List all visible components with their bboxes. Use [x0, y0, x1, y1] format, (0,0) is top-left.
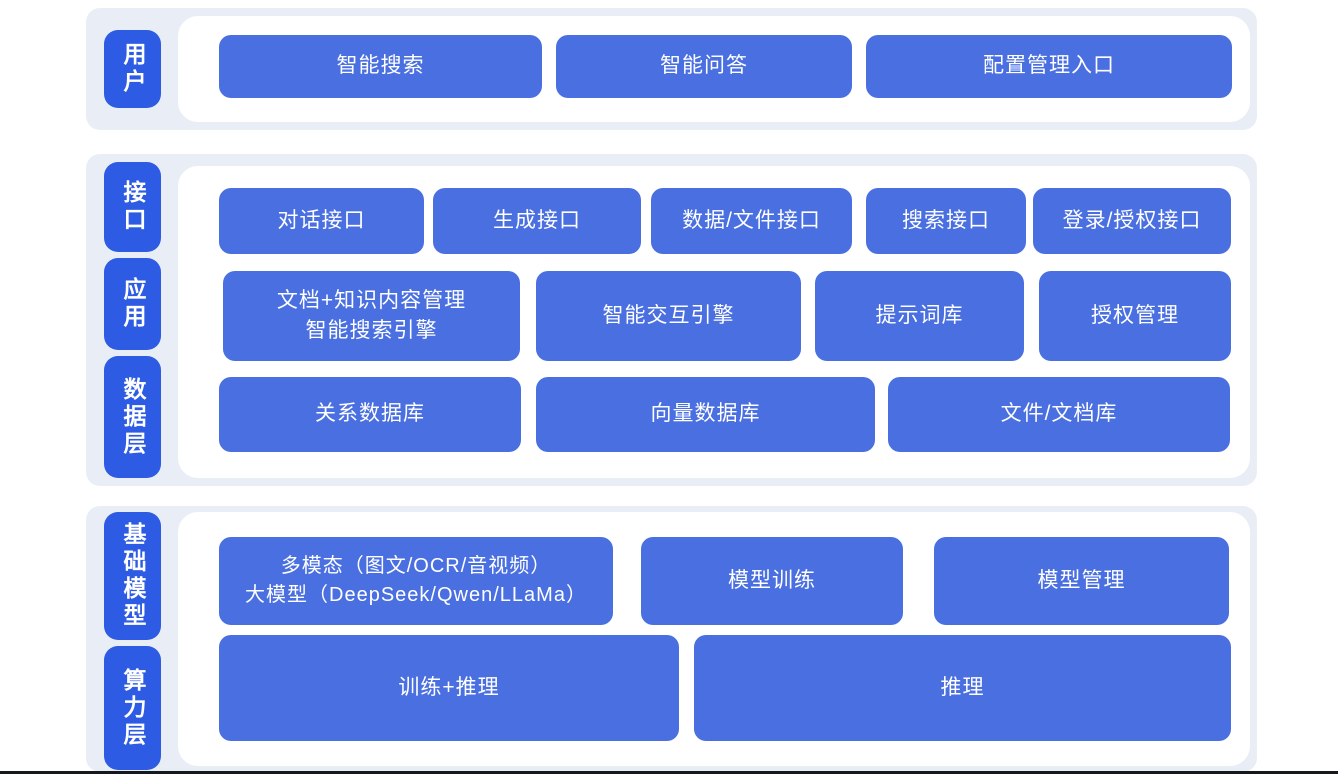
box-inference: 推理	[694, 635, 1231, 741]
layer-label-interface: 接口	[104, 162, 161, 252]
box-model-management: 模型管理	[934, 537, 1229, 625]
box-vector-database: 向量数据库	[536, 377, 875, 452]
box-dialog-interface: 对话接口	[219, 188, 424, 254]
box-doc-knowledge-search-engine: 文档+知识内容管理 智能搜索引擎	[223, 271, 520, 361]
box-auth-management: 授权管理	[1039, 271, 1231, 361]
box-multimodal-llm: 多模态（图文/OCR/音视频） 大模型（DeepSeek/Qwen/LLaMa）	[219, 537, 613, 625]
box-login-auth-interface: 登录/授权接口	[1033, 188, 1231, 254]
box-smart-qa: 智能问答	[556, 35, 852, 98]
layer-label-foundation-model: 基础模型	[104, 512, 161, 640]
box-file-document-store: 文件/文档库	[888, 377, 1230, 452]
box-search-interface: 搜索接口	[866, 188, 1026, 254]
box-config-management-entry: 配置管理入口	[866, 35, 1232, 98]
bottom-edge-line	[0, 771, 1338, 774]
box-data-file-interface: 数据/文件接口	[651, 188, 852, 254]
layer-label-data-layer: 数据层	[104, 356, 161, 478]
box-smart-search: 智能搜索	[219, 35, 542, 98]
box-training-inference: 训练+推理	[219, 635, 679, 741]
layer-label-compute-layer: 算力层	[104, 646, 161, 770]
box-model-training: 模型训练	[641, 537, 903, 625]
box-relational-database: 关系数据库	[219, 377, 521, 452]
box-prompt-library: 提示词库	[815, 271, 1024, 361]
layer-label-application: 应用	[104, 258, 161, 350]
box-smart-interaction-engine: 智能交互引擎	[536, 271, 801, 361]
layer-label-user: 用户	[104, 30, 161, 108]
box-generation-interface: 生成接口	[433, 188, 641, 254]
